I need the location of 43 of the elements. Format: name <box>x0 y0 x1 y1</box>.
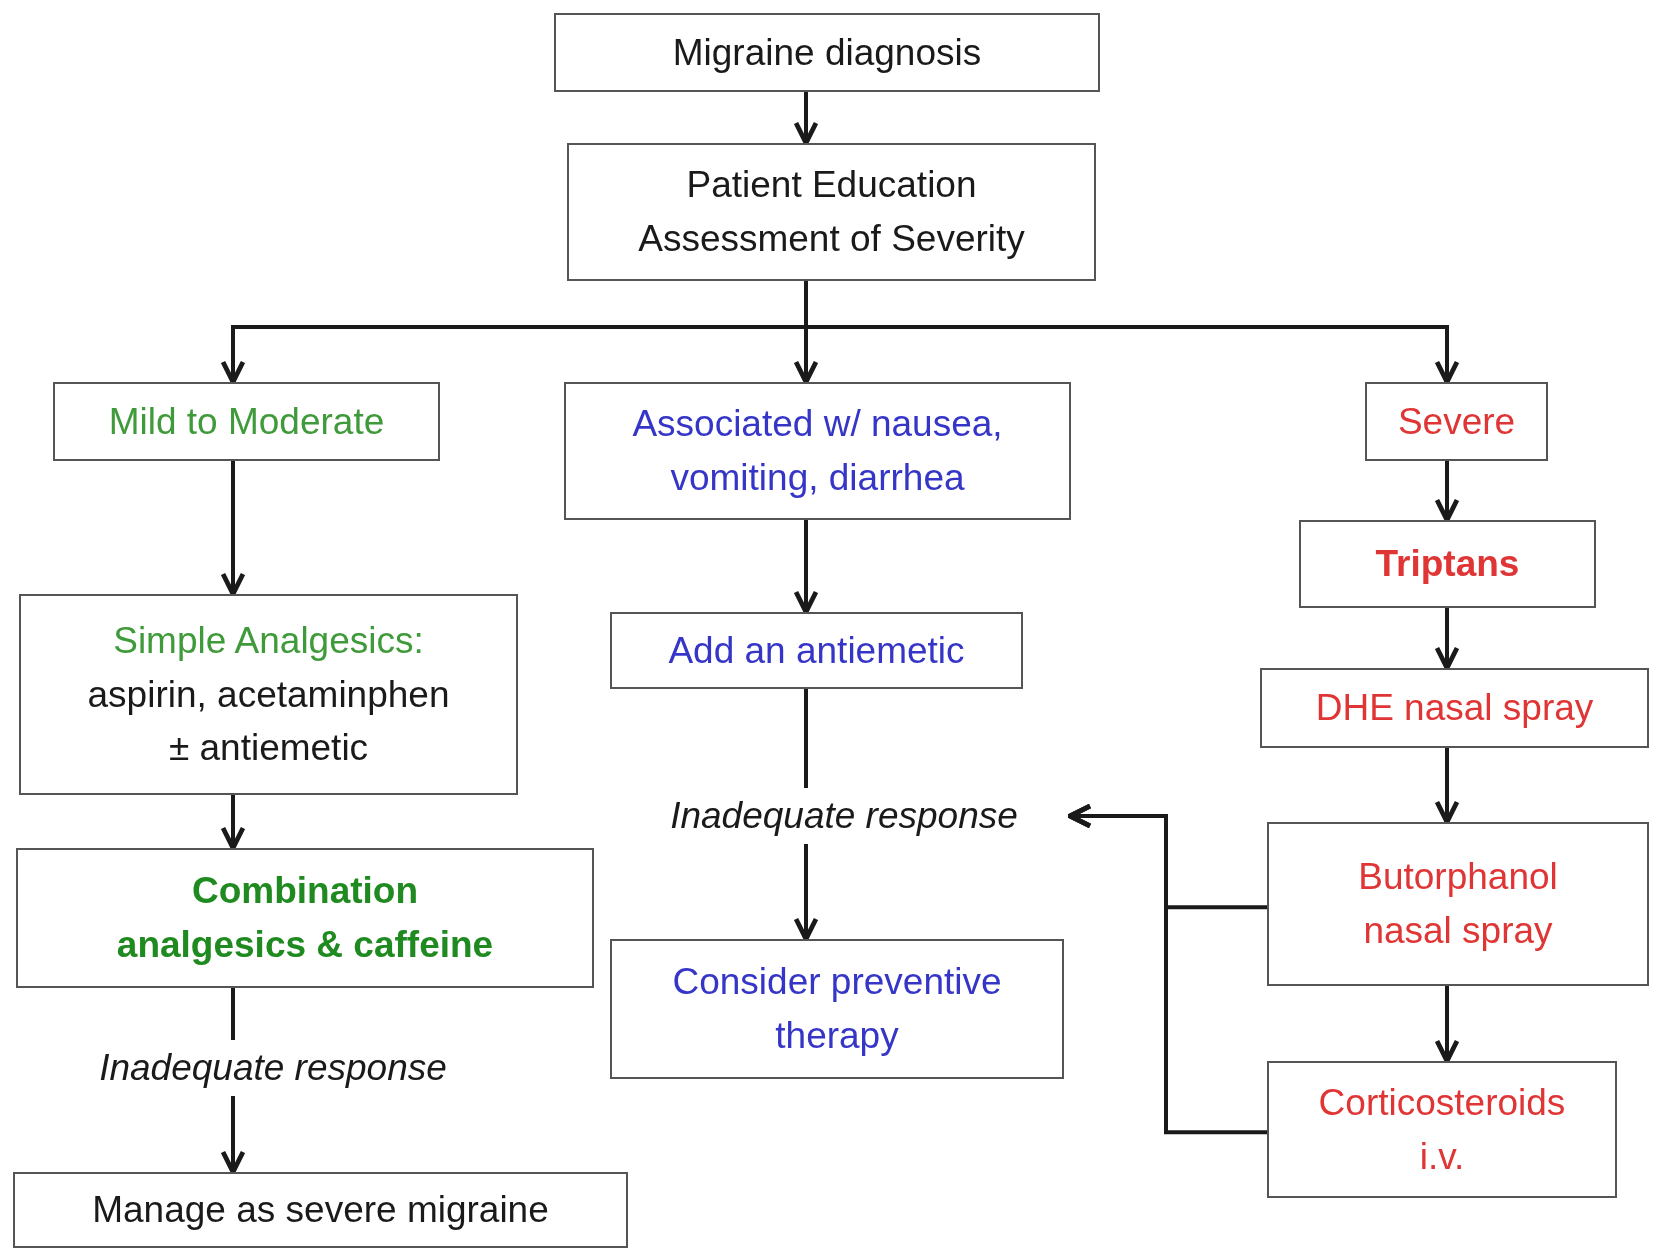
box-text: Migraine diagnosis <box>672 30 982 75</box>
arrow <box>1434 461 1460 523</box>
arrow <box>1434 608 1460 671</box>
process-box <box>554 13 1100 92</box>
box-text: Corticosteroids i.v. <box>1317 1080 1567 1179</box>
box-text: Patient Education <box>686 163 977 208</box>
arrow <box>1067 803 1267 1135</box>
arrow <box>1434 986 1460 1064</box>
arrow <box>220 461 246 597</box>
process-box <box>610 612 1023 689</box>
box-text: Severe <box>1397 399 1516 444</box>
box-text: Inadequate response <box>99 1046 447 1091</box>
process-box <box>1365 382 1548 461</box>
process-box <box>16 848 594 988</box>
box-text: Butorphanol nasal spray <box>1357 855 1559 953</box>
arrow <box>793 844 819 942</box>
box-text: Simple Analgesics: <box>113 619 424 664</box>
box-text: Add an antiemetic <box>668 628 965 673</box>
box-text: DHE nasal spray <box>1315 686 1594 731</box>
process-box <box>19 594 518 795</box>
process-box <box>567 143 1096 281</box>
box-text: Associated w/ nausea, vomiting, diarrhea <box>631 402 1004 500</box>
box-text: Assessment of Severity <box>638 217 1025 261</box>
arrow <box>220 795 246 851</box>
box-text: Consider preventive therapy <box>671 960 1003 1058</box>
box-text: Inadequate response <box>670 794 1018 839</box>
process-box <box>13 1172 628 1248</box>
process-box <box>1299 520 1596 608</box>
process-box <box>53 382 440 461</box>
process-box <box>1260 668 1649 748</box>
box-text: Combination analgesics & caffeine <box>115 869 495 967</box>
box-text: Manage as severe migraine <box>92 1188 549 1233</box>
box-text: Mild to Moderate <box>108 399 385 444</box>
arrow <box>1434 748 1460 825</box>
arrow <box>793 92 819 146</box>
box-text: aspirin, acetaminphen ± antiemetic <box>86 672 451 771</box>
arrow <box>793 520 819 615</box>
arrow <box>220 1096 246 1175</box>
process-box <box>1267 1061 1617 1198</box>
process-box <box>610 939 1064 1079</box>
process-box <box>564 382 1071 520</box>
process-box <box>1267 822 1649 986</box>
box-text: Triptans <box>1375 542 1520 587</box>
